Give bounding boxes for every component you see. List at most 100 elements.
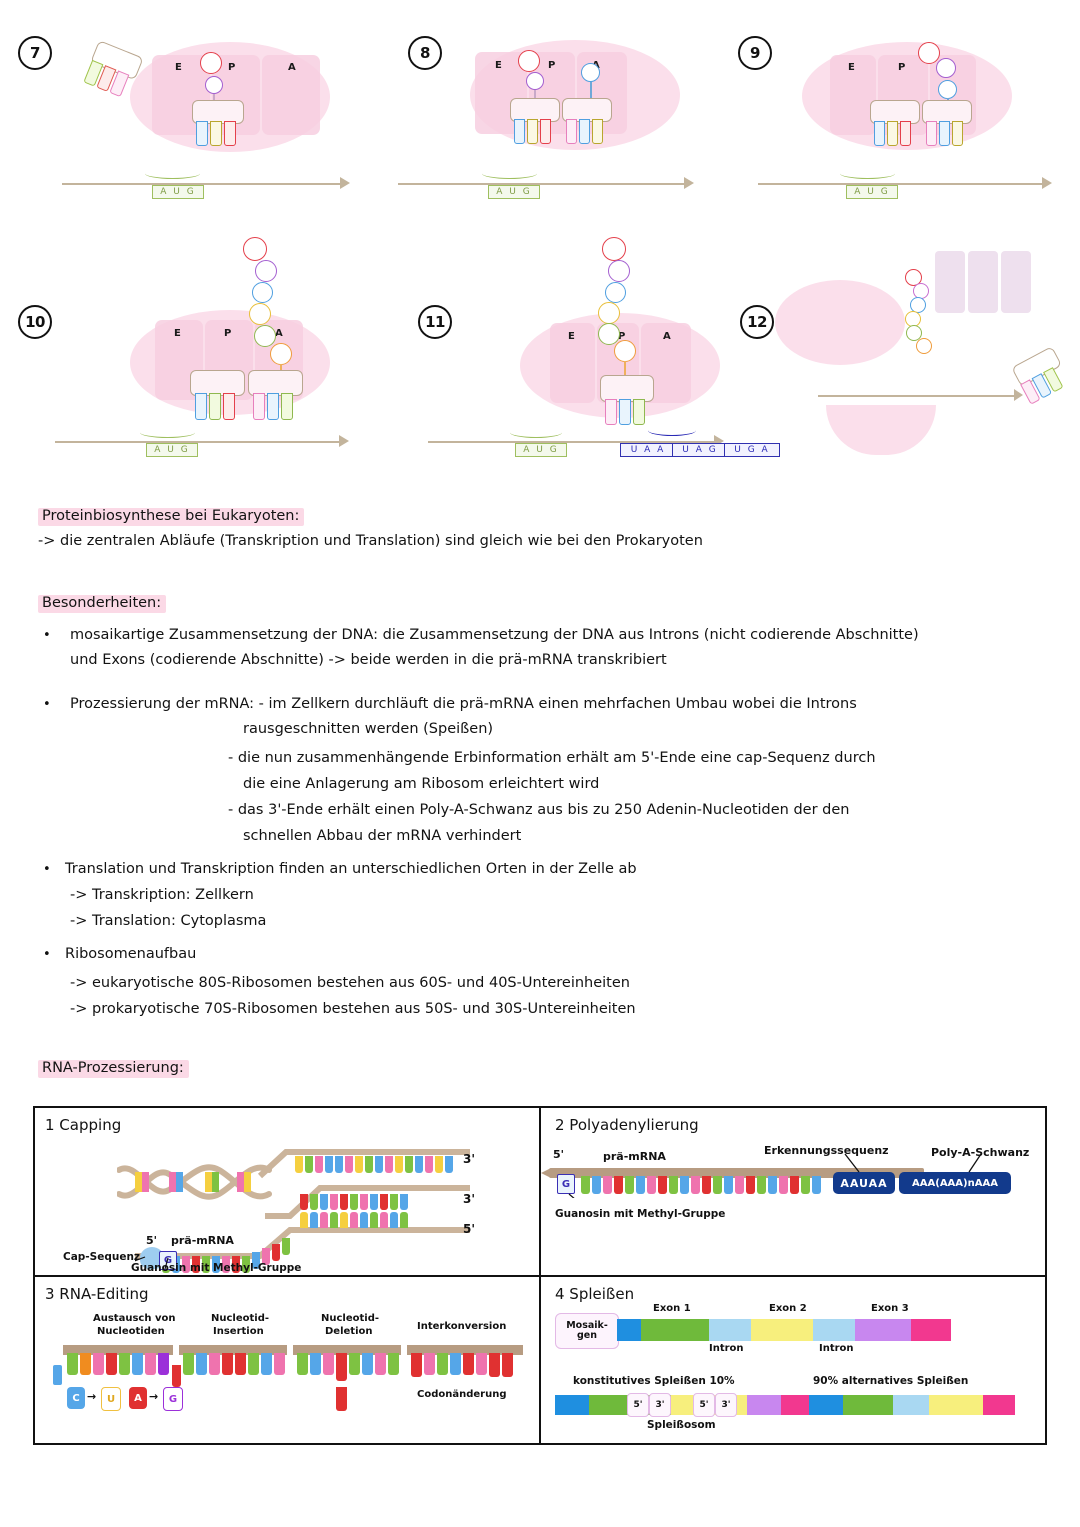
anticodon-nt	[224, 121, 236, 146]
amino-acid-1	[518, 50, 540, 72]
column-title: Interkonversion	[417, 1321, 507, 1332]
five-prime-bottom-label: 5'	[463, 1222, 476, 1236]
panel-rna-editing: 3 RNA-Editing Austausch von Nucleotiden …	[35, 1277, 539, 1443]
amino-acid-1	[200, 52, 222, 74]
polypeptide-aa	[608, 260, 630, 282]
panel-title: 2 Polyadenylierung	[555, 1116, 699, 1134]
anticodon-nt	[619, 399, 631, 425]
splice-mark-5p-1: 5'	[627, 1393, 649, 1417]
anticodon-nt	[195, 393, 207, 420]
ribosome-step-9: 9 E P A A U G	[720, 0, 1080, 215]
stop-codon-box-uaa: U A A	[620, 443, 676, 457]
bullet-text: rausgeschnitten werden (Speißen)	[243, 721, 494, 737]
pre-mrna-label: prä-mRNA	[603, 1150, 666, 1163]
panel-title: 4 Spleißen	[555, 1285, 635, 1303]
polypeptide-aa	[249, 303, 271, 325]
anticodon-nt	[209, 393, 221, 420]
start-codon-brace	[145, 168, 200, 179]
amino-acid-2	[526, 72, 544, 90]
alternatives-spleissen-label: 90% alternatives Spleißen	[813, 1375, 969, 1387]
polypeptide-aa	[254, 325, 276, 347]
anticodon-nt	[281, 393, 293, 420]
edit-arrow: →	[149, 1390, 159, 1403]
aa-link	[624, 361, 626, 375]
leader-lines	[135, 1256, 169, 1270]
polypeptide-aa	[614, 340, 636, 362]
start-codon-box: A U G	[488, 185, 540, 199]
guanosin-box: G	[159, 1251, 177, 1270]
pre-mrna-label: prä-mRNA	[171, 1234, 234, 1247]
column-title: Austausch von	[93, 1313, 176, 1324]
start-codon-brace	[140, 427, 195, 438]
splice-mark-5p-2: 5'	[693, 1393, 715, 1417]
bullet-text: und Exons (codierende Abschnitte) -> bei…	[70, 652, 667, 668]
mrna-arrow-head	[1042, 177, 1052, 189]
mrna-arrow-head	[340, 177, 350, 189]
bullet-text: Translation und Transkription finden an …	[65, 861, 637, 877]
polypeptide-aa	[916, 338, 932, 354]
p-site-label: P	[228, 62, 236, 73]
five-prime-label: 5'	[553, 1148, 565, 1161]
bullet-text: -> prokaryotische 70S-Ribosomen bestehen…	[70, 1001, 636, 1017]
edit-from-box: C	[67, 1387, 85, 1409]
rna-backbone	[293, 1345, 401, 1355]
anticodon-nt	[566, 119, 577, 144]
start-codon-box: A U G	[515, 443, 567, 457]
splice-mark-3p-1: 3'	[649, 1393, 671, 1417]
mosaikgen-box: Mosaik- gen	[555, 1313, 619, 1349]
stop-codon-brace	[648, 425, 696, 436]
mosaikgen-line2: gen	[576, 1330, 597, 1341]
start-codon-box: A U G	[152, 185, 204, 199]
mrna-arrow-head	[684, 177, 694, 189]
polypeptide-aa	[598, 323, 620, 345]
anticodon-nt	[939, 121, 950, 146]
ribosome-step-11: 11 E P A A U G U A A U A G U G A	[400, 225, 800, 485]
p-site-label: P	[898, 62, 906, 73]
anticodon-nt	[540, 119, 551, 144]
start-codon-brace	[510, 427, 562, 438]
free-nucleotide	[53, 1365, 62, 1385]
amino-acid-2	[936, 58, 956, 78]
bullet-marker: •	[43, 862, 51, 877]
bullet-text: Ribosomenaufbau	[65, 946, 197, 962]
anticodon-nt	[874, 121, 885, 146]
rna-processing-grid: 1 Capping	[33, 1106, 1047, 1445]
ribosome-protein-block	[935, 251, 965, 313]
polypeptide-aa	[243, 237, 267, 261]
edit-to-box: U	[101, 1387, 121, 1411]
amino-acid-2	[205, 76, 223, 94]
column-title: Insertion	[213, 1326, 264, 1337]
three-prime-mid-label: 3'	[463, 1192, 476, 1206]
rna-backbone	[63, 1345, 173, 1355]
trna-p-site	[870, 100, 920, 124]
anticodon-nt	[887, 121, 898, 146]
step-number-badge: 8	[408, 36, 442, 70]
anticodon-nt	[605, 399, 617, 425]
bullet-marker: •	[43, 628, 51, 643]
section-heading-besonderheiten: Besonderheiten:	[38, 595, 167, 613]
ribosome-e-site	[550, 323, 595, 403]
polypeptide-aa	[270, 343, 292, 365]
cap-blob	[140, 1247, 164, 1269]
grid-divider-horizontal	[35, 1275, 1045, 1277]
anticodon-nt	[514, 119, 525, 144]
mrna-arrow-head	[339, 435, 349, 447]
splice-mark-3p-2: 3'	[715, 1393, 737, 1417]
column-title: Nucleotiden	[97, 1326, 165, 1337]
mrna-backbone	[758, 183, 1046, 185]
callout-lines	[844, 1154, 982, 1173]
anticodon-nt	[223, 393, 235, 420]
cap-sequenz-label: Cap-Sequenz	[63, 1251, 141, 1263]
anticodon-nt	[210, 121, 222, 146]
anticodon-nt	[253, 393, 265, 420]
panel-title: 1 Capping	[45, 1116, 122, 1134]
polypeptide-aa	[255, 260, 277, 282]
three-prime-top-label: 3'	[463, 1152, 476, 1166]
dna-helix	[117, 1164, 272, 1200]
edit-from-box: A	[129, 1387, 147, 1409]
bullet-text: mosaikartige Zusammensetzung der DNA: di…	[70, 627, 919, 643]
mrna-backbone	[549, 1168, 924, 1178]
e-site-label: E	[175, 62, 182, 73]
section-heading-rna-prozessierung: RNA-Prozessierung:	[38, 1060, 189, 1078]
